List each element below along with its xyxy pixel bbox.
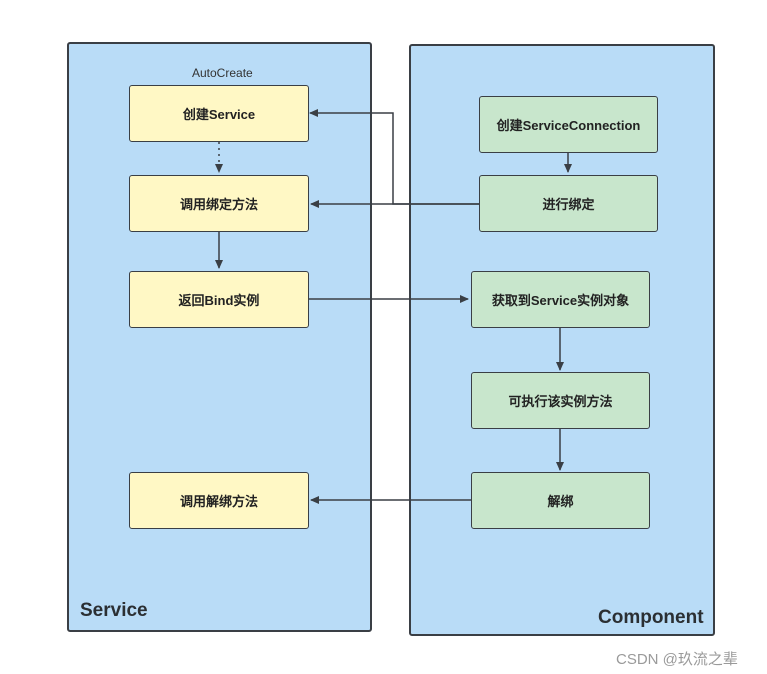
node-create-service[interactable]: 创建Service — [129, 85, 309, 142]
node-can-execute-instance-method[interactable]: 可执行该实例方法 — [471, 372, 650, 429]
node-return-bind-instance[interactable]: 返回Bind实例 — [129, 271, 309, 328]
node-call-bind-method[interactable]: 调用绑定方法 — [129, 175, 309, 232]
node-get-service-instance[interactable]: 获取到Service实例对象 — [471, 271, 650, 328]
autocreate-caption: AutoCreate — [192, 66, 253, 80]
node-call-unbind-method[interactable]: 调用解绑方法 — [129, 472, 309, 529]
node-create-service-connection[interactable]: 创建ServiceConnection — [479, 96, 658, 153]
csdn-watermark: CSDN @玖流之辈 — [616, 651, 738, 668]
node-perform-bind[interactable]: 进行绑定 — [479, 175, 658, 232]
component-lane-title: Component — [598, 607, 704, 628]
node-unbind[interactable]: 解绑 — [471, 472, 650, 529]
service-lane-title: Service — [80, 600, 148, 621]
